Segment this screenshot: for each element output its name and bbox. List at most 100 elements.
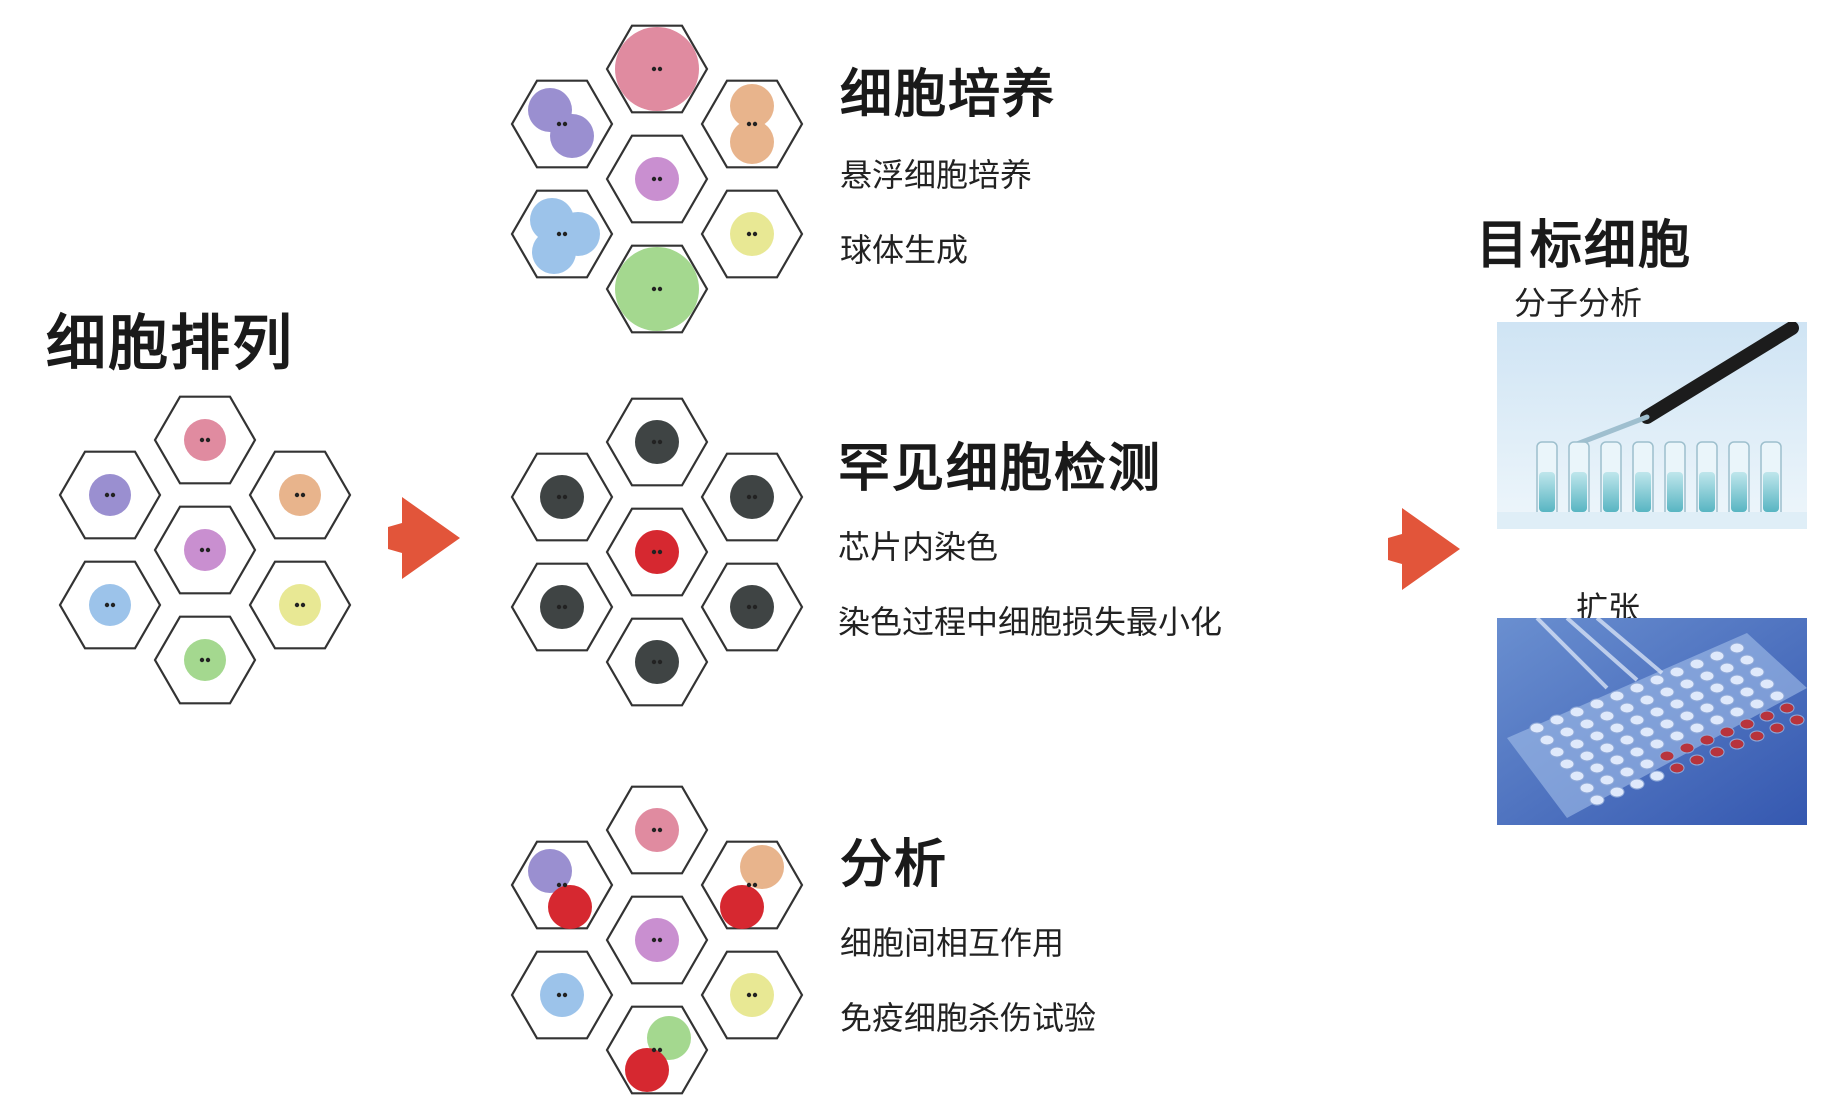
- tube-liquid: [1699, 472, 1715, 512]
- nucleus-dot: [658, 550, 662, 554]
- nucleus-dot: [563, 122, 567, 126]
- nucleus-dot: [295, 603, 299, 607]
- section-title-rare: 罕见细胞检测: [838, 426, 1162, 501]
- well: [1700, 703, 1714, 713]
- nucleus-dot: [295, 493, 299, 497]
- well: [1730, 739, 1744, 749]
- well: [1730, 675, 1744, 685]
- well: [1770, 691, 1784, 701]
- nucleus-dot: [747, 993, 751, 997]
- nucleus-dot: [658, 828, 662, 832]
- well: [1670, 699, 1684, 709]
- cell: [730, 973, 774, 1017]
- well: [1660, 751, 1674, 761]
- well: [1720, 695, 1734, 705]
- well: [1600, 743, 1614, 753]
- well: [1610, 723, 1624, 733]
- well: [1560, 759, 1574, 769]
- well: [1600, 711, 1614, 721]
- nucleus-dot: [105, 493, 109, 497]
- nucleus-dot: [563, 993, 567, 997]
- well: [1710, 747, 1724, 757]
- nucleus-dot: [658, 67, 662, 71]
- nucleus-dot: [658, 177, 662, 181]
- nucleus-dot: [658, 287, 662, 291]
- nucleus-dot: [652, 67, 656, 71]
- well: [1630, 779, 1644, 789]
- cell: [184, 639, 226, 681]
- tube-liquid: [1635, 472, 1651, 512]
- well: [1670, 731, 1684, 741]
- well: [1710, 651, 1724, 661]
- section-item: 球体生成: [840, 225, 968, 271]
- well: [1690, 755, 1704, 765]
- arrow-right-icon-2: [1382, 508, 1462, 590]
- cell: [720, 885, 764, 929]
- well: [1630, 715, 1644, 725]
- tube-liquid: [1731, 472, 1747, 512]
- well: [1590, 699, 1604, 709]
- nucleus-dot: [753, 122, 757, 126]
- cell-array-title: 细胞排列: [46, 295, 294, 382]
- pipette-photo: [1497, 322, 1807, 529]
- nucleus-dot: [557, 495, 561, 499]
- cell: [740, 845, 784, 889]
- nucleus-dot: [658, 1048, 662, 1052]
- nucleus-dot: [747, 122, 751, 126]
- cell: [532, 230, 576, 274]
- cell: [89, 584, 131, 626]
- well: [1540, 735, 1554, 745]
- well: [1570, 707, 1584, 717]
- well: [1680, 711, 1694, 721]
- cell: [540, 475, 584, 519]
- well: [1570, 739, 1584, 749]
- well: [1590, 795, 1604, 805]
- well: [1730, 707, 1744, 717]
- well: [1610, 787, 1624, 797]
- nucleus-dot: [652, 938, 656, 942]
- well: [1650, 771, 1664, 781]
- well: [1620, 767, 1634, 777]
- cell: [540, 973, 584, 1017]
- well: [1750, 699, 1764, 709]
- cell: [184, 529, 226, 571]
- tube-liquid: [1667, 472, 1683, 512]
- nucleus-dot: [563, 883, 567, 887]
- well: [1650, 707, 1664, 717]
- nucleus-dot: [200, 658, 204, 662]
- well: [1670, 667, 1684, 677]
- cell: [730, 475, 774, 519]
- well: [1690, 659, 1704, 669]
- nucleus-dot: [652, 550, 656, 554]
- nucleus-dot: [206, 658, 210, 662]
- nucleus-dot: [111, 603, 115, 607]
- nucleus-dot: [557, 605, 561, 609]
- target-cells-title: 目标细胞: [1476, 203, 1692, 278]
- well: [1610, 755, 1624, 765]
- nucleus-dot: [557, 122, 561, 126]
- well: [1660, 687, 1674, 697]
- cell: [635, 640, 679, 684]
- nucleus-dot: [747, 495, 751, 499]
- well: [1660, 719, 1674, 729]
- well: [1690, 691, 1704, 701]
- well: [1760, 711, 1774, 721]
- cell-culture-cluster: [507, 14, 807, 324]
- cell: [635, 530, 679, 574]
- tube-liquid: [1603, 472, 1619, 512]
- section-title-culture: 细胞培养: [840, 52, 1056, 127]
- nucleus-dot: [200, 438, 204, 442]
- well: [1690, 723, 1704, 733]
- cell: [184, 419, 226, 461]
- cell: [625, 1048, 669, 1092]
- cell: [730, 585, 774, 629]
- section-item: 芯片内染色: [838, 522, 998, 568]
- well: [1720, 663, 1734, 673]
- section-item: 染色过程中细胞损失最小化: [838, 597, 1222, 643]
- nucleus-dot: [753, 993, 757, 997]
- cell: [635, 157, 679, 201]
- well: [1770, 723, 1784, 733]
- nucleus-dot: [658, 440, 662, 444]
- nucleus-dot: [652, 177, 656, 181]
- well: [1790, 715, 1804, 725]
